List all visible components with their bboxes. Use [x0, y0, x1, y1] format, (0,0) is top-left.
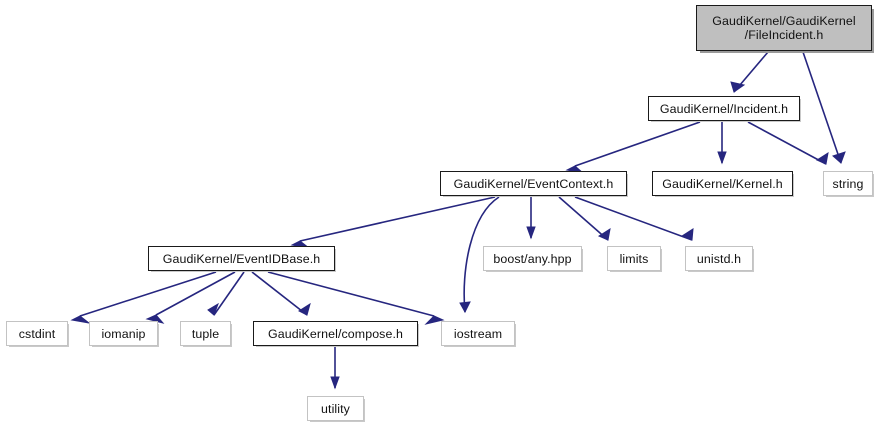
graph-node-iomanip[interactable]: iomanip — [89, 321, 158, 346]
graph-node-label: tuple — [191, 326, 220, 341]
arrowhead-icon — [207, 302, 219, 316]
graph-node-tuple[interactable]: tuple — [180, 321, 231, 346]
graph-node-limits[interactable]: limits — [607, 246, 661, 271]
edge-fileincident-to-incident — [730, 51, 769, 93]
graph-node-label: unistd.h — [696, 251, 742, 266]
arrowhead-icon — [832, 151, 846, 164]
edge-eventcontext-to-boostany — [526, 197, 536, 240]
edge-eventidbase-to-compose — [251, 271, 311, 316]
graph-node-boostany[interactable]: boost/any.hpp — [483, 246, 582, 271]
graph-node-compose[interactable]: GaudiKernel/compose.h — [253, 321, 418, 346]
edge-incident-to-string — [747, 121, 829, 165]
graph-node-label: GaudiKernel/Kernel.h — [662, 176, 783, 191]
edge-eventcontext-to-limits — [558, 196, 611, 241]
graph-node-label: cstdint — [18, 326, 56, 341]
arrowhead-icon — [815, 151, 829, 165]
edge-eventcontext-to-iostream — [459, 196, 500, 314]
graph-node-cstdint[interactable]: cstdint — [6, 321, 68, 346]
edge-eventidbase-to-tuple — [207, 271, 245, 316]
edge-eventcontext-to-unistd — [574, 196, 694, 241]
edge-compose-to-utility — [330, 347, 340, 390]
graph-node-label: boost/any.hpp — [493, 251, 572, 266]
graph-node-unistd[interactable]: unistd.h — [685, 246, 753, 271]
graph-node-label: GaudiKernel/GaudiKernel /FileIncident.h — [712, 14, 856, 42]
graph-node-eventcontext[interactable]: GaudiKernel/EventContext.h — [440, 171, 627, 196]
graph-node-label: limits — [619, 251, 649, 266]
graph-node-string[interactable]: string — [823, 171, 873, 196]
graph-node-label: string — [832, 176, 864, 191]
arrowhead-icon — [717, 151, 727, 165]
arrowhead-icon — [730, 81, 746, 93]
arrowhead-icon — [680, 228, 694, 241]
graph-node-label: GaudiKernel/Incident.h — [659, 101, 789, 116]
edge-incident-to-eventcontext — [565, 121, 701, 174]
edge-eventidbase-to-cstdint — [70, 271, 217, 324]
arrowhead-icon — [424, 315, 445, 325]
graph-node-label: iostream — [453, 326, 503, 341]
arrowhead-icon — [330, 376, 340, 390]
arrowhead-icon — [526, 226, 536, 240]
arrowhead-icon — [70, 315, 90, 324]
graph-node-label: GaudiKernel/EventContext.h — [453, 176, 614, 191]
graph-node-kernel[interactable]: GaudiKernel/Kernel.h — [652, 171, 793, 196]
graph-node-label: iomanip — [101, 326, 146, 341]
graph-node-utility[interactable]: utility — [307, 396, 364, 421]
arrowhead-icon — [297, 302, 311, 316]
graph-node-label: GaudiKernel/compose.h — [267, 326, 404, 341]
arrowhead-icon — [597, 227, 611, 241]
graph-node-label: GaudiKernel/EventIDBase.h — [162, 251, 321, 266]
edge-eventcontext-to-eventidbase — [290, 196, 496, 249]
graph-node-iostream[interactable]: iostream — [441, 321, 515, 346]
arrowhead-icon — [459, 301, 471, 314]
graph-node-incident[interactable]: GaudiKernel/Incident.h — [648, 96, 800, 121]
edge-eventidbase-to-iostream — [267, 271, 445, 325]
graph-node-fileincident[interactable]: GaudiKernel/GaudiKernel /FileIncident.h — [696, 5, 872, 51]
edge-incident-to-kernel — [717, 122, 727, 165]
edge-fileincident-to-string — [802, 51, 846, 164]
graph-node-label: utility — [321, 401, 350, 416]
graph-node-eventidbase[interactable]: GaudiKernel/EventIDBase.h — [148, 246, 335, 271]
